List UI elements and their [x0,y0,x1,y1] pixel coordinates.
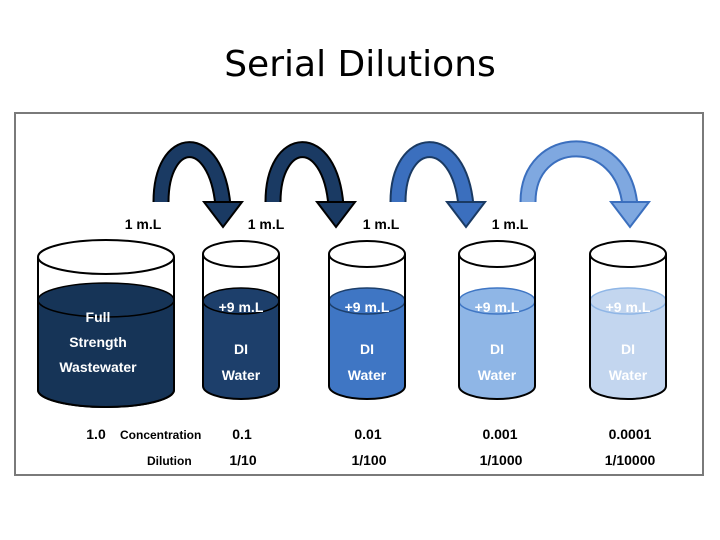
dilution-value: 1/100 [351,452,386,468]
beaker-label-line: DI [490,341,504,357]
beaker-label-line: Water [222,367,261,383]
transfer-arrow-4 [519,140,652,229]
transfer-label: 1 m.L [125,216,162,232]
concentration-label: Concentration [120,428,201,442]
concentration-value: 0.0001 [609,426,652,442]
transfer-label: 1 m.L [492,216,529,232]
slide-title: Serial Dilutions [224,44,496,85]
beaker-label-line: +9 m.L [606,299,651,315]
beaker-label-line: Wastewater [59,359,137,375]
beaker-label-line: DI [621,341,635,357]
diagram-frame: 1 m.L 1 m.L 1 m.L 1 m.L Full Strength Wa… [14,112,704,476]
beaker-label-line: Full [86,309,111,325]
dilution-label: Dilution [147,454,192,468]
dilution-value: 1/10000 [605,452,656,468]
beaker-full-strength: Full Strength Wastewater [37,239,175,408]
beaker-dilution-3: +9 m.L DI Water [458,240,536,400]
concentration-value: 0.01 [354,426,381,442]
beaker-label-line: Strength [69,334,127,350]
beaker-label-line: DI [234,341,248,357]
beaker-dilution-4: +9 m.L DI Water [589,240,667,400]
transfer-label: 1 m.L [248,216,285,232]
concentration-value: 1.0 [86,426,106,442]
transfer-arrow-1 [152,141,245,229]
beaker-label-line: Water [478,367,517,383]
beaker-label-line: +9 m.L [345,299,390,315]
concentration-value: 0.1 [232,426,252,442]
beaker-label-line: +9 m.L [219,299,264,315]
serial-dilution-diagram: 1 m.L 1 m.L 1 m.L 1 m.L Full Strength Wa… [37,140,667,468]
beaker-label-line: DI [360,341,374,357]
dilution-value: 1/10 [229,452,256,468]
beaker-dilution-2: +9 m.L DI Water [328,240,406,400]
beaker-label-line: Water [609,367,648,383]
transfer-label: 1 m.L [363,216,400,232]
transfer-arrow-2 [264,141,358,229]
transfer-arrows [152,140,652,229]
beaker-label-line: +9 m.L [475,299,520,315]
beaker-dilution-1: +9 m.L DI Water [202,240,280,400]
concentration-value: 0.001 [482,426,517,442]
dilution-value: 1/1000 [480,452,523,468]
beaker-label-line: Water [348,367,387,383]
transfer-arrow-3 [389,141,488,229]
